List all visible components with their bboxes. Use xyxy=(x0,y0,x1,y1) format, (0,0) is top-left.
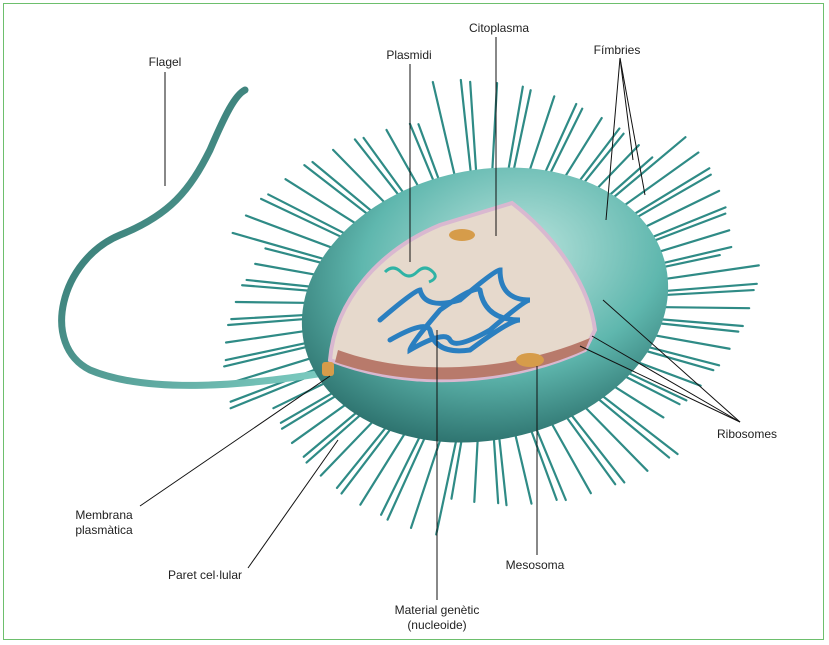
ribosome-layer xyxy=(335,338,590,380)
label-ribosomes: Ribosomes xyxy=(716,427,778,441)
mesosome-top xyxy=(449,229,475,241)
label-membrana-line1: Membrana xyxy=(75,508,133,522)
label-material-line1: Material genètic xyxy=(394,603,480,617)
figure-frame xyxy=(3,3,824,640)
label-flagel: Flagel xyxy=(148,55,182,69)
label-plasmidi: Plasmidi xyxy=(386,48,432,62)
flagellum xyxy=(58,86,334,389)
label-paret: Paret cel·lular xyxy=(167,568,243,582)
label-citoplasma: Citoplasma xyxy=(468,21,530,35)
flagellum-base xyxy=(322,362,334,376)
label-material-line2: (nucleoide) xyxy=(407,618,467,632)
leader-lines xyxy=(139,37,741,600)
mesosome xyxy=(516,353,544,367)
label-fimbries: Fímbries xyxy=(593,43,641,57)
plasmid xyxy=(383,266,437,284)
label-membrana-line2: plasmàtica xyxy=(75,523,133,537)
label-material: Material genètic(nucleoide) xyxy=(395,603,480,633)
label-mesosoma: Mesosoma xyxy=(505,558,565,572)
